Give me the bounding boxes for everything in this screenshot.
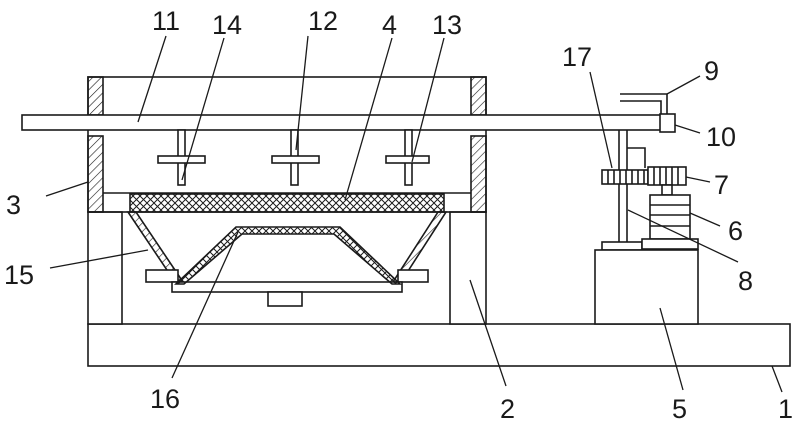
screen-mesh-plate bbox=[129, 193, 445, 213]
housing bbox=[87, 76, 487, 213]
label-5: 5 bbox=[672, 394, 687, 424]
label-14: 14 bbox=[212, 10, 242, 40]
label-2: 2 bbox=[500, 394, 515, 424]
pedestal bbox=[594, 249, 699, 325]
label-17: 17 bbox=[562, 42, 592, 72]
label-12: 12 bbox=[308, 6, 338, 36]
label-13: 13 bbox=[432, 10, 462, 40]
drive-gear bbox=[647, 166, 687, 186]
label-7: 7 bbox=[714, 170, 729, 200]
left-support-leg bbox=[87, 211, 123, 325]
bearing-seat bbox=[659, 113, 676, 133]
support-bracket bbox=[601, 130, 646, 251]
label-3: 3 bbox=[6, 190, 21, 220]
right-support-leg bbox=[449, 211, 487, 325]
driven-gear bbox=[601, 169, 649, 185]
distribution-cone bbox=[173, 226, 403, 285]
base-plate bbox=[87, 323, 791, 367]
label-16: 16 bbox=[150, 384, 180, 414]
crank-handle bbox=[620, 93, 668, 114]
label-1: 1 bbox=[778, 394, 793, 424]
part-labels: 1 2 3 4 5 6 7 8 9 10 11 12 13 14 15 16 1… bbox=[4, 6, 793, 424]
motor bbox=[641, 184, 699, 250]
label-11: 11 bbox=[152, 6, 180, 36]
label-8: 8 bbox=[738, 266, 753, 296]
rotating-shaft bbox=[21, 114, 665, 131]
label-6: 6 bbox=[728, 216, 743, 246]
label-10: 10 bbox=[706, 122, 736, 152]
leader-lines bbox=[45, 35, 783, 393]
stirring-paddles bbox=[157, 129, 430, 186]
label-9: 9 bbox=[704, 56, 719, 86]
hopper-walls bbox=[126, 211, 448, 307]
label-15: 15 bbox=[4, 260, 34, 290]
label-4: 4 bbox=[382, 10, 397, 40]
